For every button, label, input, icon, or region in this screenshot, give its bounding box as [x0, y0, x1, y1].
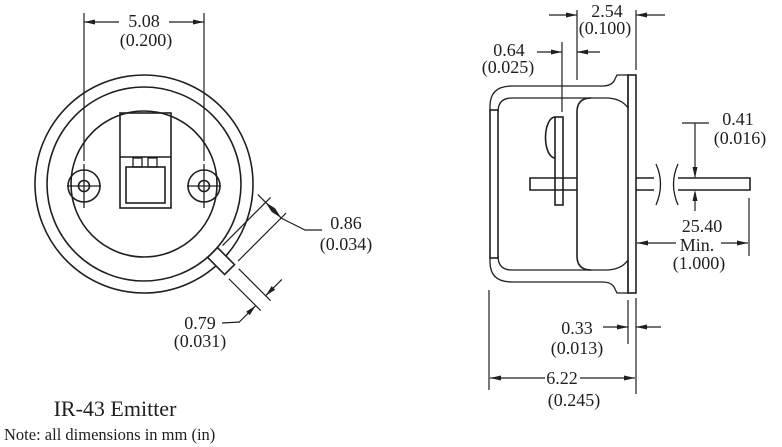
arrowhead — [636, 324, 647, 330]
extension-lines — [83, 13, 205, 161]
arrowhead — [737, 240, 748, 246]
emitter-dome — [544, 116, 556, 159]
bond-post — [132, 157, 143, 168]
break-mark — [655, 163, 662, 206]
dim-value-in: (0.013) — [551, 338, 604, 359]
index-tab — [206, 246, 236, 276]
drawing-note: Note: all dimensions in mm (in) — [4, 425, 215, 444]
dim-value-mm: 5.08 — [128, 11, 160, 31]
dim-value-in: (0.245) — [548, 390, 601, 411]
cap-window-circle — [70, 110, 218, 258]
dim-value-mm: 2.54 — [591, 1, 623, 21]
emitter-chip-assembly — [119, 112, 172, 209]
left-pin — [67, 164, 101, 208]
dim-body-length: 6.22 (0.245) — [488, 290, 635, 411]
arrowhead — [636, 12, 647, 18]
extension-lines — [627, 298, 637, 394]
tab-width-dim-line — [239, 279, 283, 323]
tab-length-extension-lines — [222, 197, 287, 262]
dim-value-mm: 0.86 — [330, 213, 362, 233]
inner-can-wall — [576, 97, 592, 271]
dim-lead-thickness: 0.41 (0.016) — [682, 109, 766, 211]
arrowhead — [566, 12, 577, 18]
leader-line — [280, 217, 322, 231]
window-edge — [489, 109, 499, 259]
dim-value-in: (0.025) — [482, 57, 535, 78]
arrowhead — [637, 240, 648, 246]
dim-value-mm: 6.22 — [546, 368, 578, 388]
pin-centerlines — [67, 164, 101, 208]
dim-value-in: (0.100) — [579, 18, 632, 39]
side-view: 2.54 (0.100) 0.64 (0.025) 0.41 (0.016) — [482, 1, 767, 411]
bond-post — [147, 157, 158, 168]
dim-value-mm: 0.33 — [561, 318, 593, 338]
dim-value-mm: 0.79 — [184, 313, 216, 333]
arrowhead — [577, 49, 588, 55]
arrowhead — [490, 375, 501, 381]
outer-flange-circle — [34, 74, 254, 294]
arrowhead — [193, 19, 204, 25]
break-mark — [672, 163, 679, 206]
pin-centerlines — [187, 164, 221, 208]
dim-value-in: (0.031) — [174, 331, 227, 352]
dim-qualifier: Min. — [680, 235, 715, 255]
arrowhead — [246, 305, 256, 316]
arrowhead — [617, 324, 628, 330]
dim-value-mm: 25.40 — [682, 216, 723, 236]
arrowhead — [551, 49, 562, 55]
dim-tab-width: 0.79 (0.031) — [174, 313, 241, 352]
cap-seal-top — [489, 74, 629, 113]
dim-tab-length: 0.86 (0.034) — [280, 213, 373, 255]
chip-substrate — [554, 116, 564, 206]
dim-value-mm: 0.41 — [722, 109, 754, 129]
chip-mount-outline — [119, 112, 172, 209]
dim-value-in: (0.016) — [714, 128, 767, 149]
dim-value-mm: 0.64 — [493, 40, 525, 60]
cap-seal-bottom — [489, 255, 629, 294]
lead-segment — [678, 177, 751, 191]
mounting-flange — [627, 74, 637, 294]
arrowhead — [265, 202, 276, 212]
dim-lead-spacing: 5.08 (0.200) — [83, 11, 205, 161]
dim-header-depth: 2.54 (0.100) — [549, 1, 665, 80]
leader-line — [221, 321, 241, 324]
arrowhead — [271, 208, 282, 218]
emitter-chip — [125, 166, 166, 204]
lead-external — [636, 163, 751, 206]
can-body-circle — [46, 86, 242, 282]
arrowhead — [624, 375, 635, 381]
index-tab-group — [206, 194, 287, 323]
dim-value-in: (1.000) — [673, 253, 726, 274]
arrowhead — [265, 286, 276, 296]
dim-window-offset: 0.64 (0.025) — [482, 40, 600, 112]
dim-value-in: (0.034) — [320, 234, 373, 255]
extension-lines — [576, 10, 637, 80]
drawing-title: IR-43 Emitter — [54, 396, 177, 421]
arrowhead — [692, 190, 698, 201]
arrowhead — [692, 167, 698, 178]
right-pin — [187, 164, 221, 208]
tab-width-extension-lines — [228, 268, 271, 311]
dim-lead-length: 25.40 Min. (1.000) — [637, 198, 750, 274]
lead-segment — [636, 177, 654, 191]
dim-flange-thickness: 0.33 (0.013) — [551, 298, 661, 394]
arrowhead — [84, 19, 95, 25]
lead-internal — [529, 177, 577, 191]
front-view: 5.08 (0.200) 0.86 (0.034) 0.79 (0.031) I… — [4, 11, 372, 444]
dim-value-in: (0.200) — [120, 30, 173, 51]
